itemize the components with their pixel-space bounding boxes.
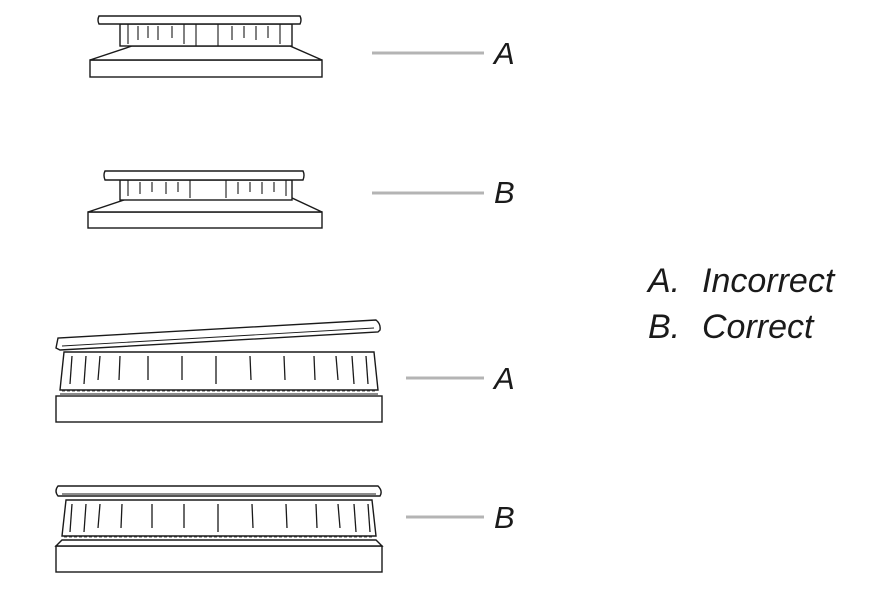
large-detector-correct (54, 485, 384, 573)
large-detector-correct-fins (69, 503, 371, 533)
small-detector-incorrect (89, 15, 323, 78)
leader-lines (372, 51, 484, 519)
small-detector-correct (87, 170, 323, 229)
large-detector-incorrect (55, 319, 383, 423)
large-detector-incorrect-fins (69, 355, 369, 385)
legend-item-b: B. Correct (648, 304, 834, 350)
callout-label-bottom-b: B (494, 500, 515, 535)
callout-label-top-b: B (494, 175, 515, 210)
small-detector-incorrect-fins (127, 24, 281, 46)
legend-key-b: B. (648, 308, 681, 346)
legend-text-b: Correct (702, 308, 814, 346)
callout-label-top-a: A (494, 36, 515, 71)
legend-text-a: Incorrect (702, 262, 835, 300)
legend: A. Incorrect B. Correct (648, 258, 834, 350)
legend-key-a: A. (648, 262, 681, 300)
small-detector-correct-fins (127, 180, 287, 198)
legend-item-a: A. Incorrect (648, 258, 834, 304)
callout-label-bottom-a: A (494, 361, 515, 396)
